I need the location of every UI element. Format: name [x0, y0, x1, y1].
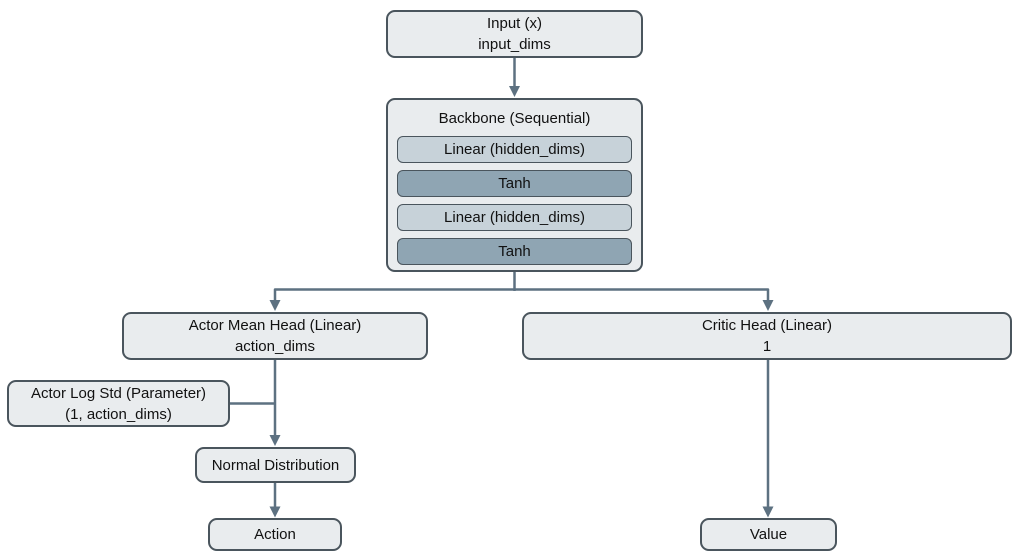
edge-actor-mean-normal [269, 360, 281, 446]
value-title: Value [749, 526, 788, 543]
backbone-node: Backbone (Sequential) Linear (hidden_dim… [386, 98, 643, 272]
actor-log-std-node: Actor Log Std (Parameter) (1, action_dim… [7, 380, 230, 427]
edge-normal-action [269, 483, 281, 518]
action-title: Action [254, 526, 296, 543]
value-node: Value [700, 518, 837, 551]
backbone-layer-tanh-2: Tanh [397, 238, 632, 265]
actor-mean-head-title: Actor Mean Head (Linear) [188, 317, 362, 334]
action-node: Action [208, 518, 342, 551]
edge-critic-value [762, 360, 774, 518]
edge-input-backbone [509, 58, 520, 97]
critic-head-subtitle: 1 [762, 338, 772, 355]
input-node: Input (x) input_dims [386, 10, 643, 58]
actor-mean-head-node: Actor Mean Head (Linear) action_dims [122, 312, 428, 360]
backbone-layer-stack: Linear (hidden_dims) Tanh Linear (hidden… [397, 136, 632, 265]
critic-head-title: Critic Head (Linear) [701, 317, 833, 334]
normal-distribution-node: Normal Distribution [195, 447, 356, 483]
normal-distribution-title: Normal Distribution [211, 456, 340, 474]
backbone-title: Backbone (Sequential) [438, 109, 591, 127]
input-node-subtitle: input_dims [478, 36, 551, 53]
actor-log-std-title: Actor Log Std (Parameter) [30, 384, 207, 402]
edge-backbone-split [273, 272, 770, 300]
edge-split-critic [762, 300, 774, 311]
input-node-title: Input (x) [486, 15, 543, 32]
actor-mean-head-subtitle: action_dims [234, 338, 316, 355]
backbone-layer-tanh-1: Tanh [397, 170, 632, 197]
actor-log-std-subtitle: (1, action_dims) [65, 405, 172, 423]
backbone-layer-linear-1: Linear (hidden_dims) [397, 136, 632, 163]
edge-split-actor-mean [269, 300, 281, 311]
critic-head-node: Critic Head (Linear) 1 [522, 312, 1012, 360]
backbone-layer-linear-2: Linear (hidden_dims) [397, 204, 632, 231]
